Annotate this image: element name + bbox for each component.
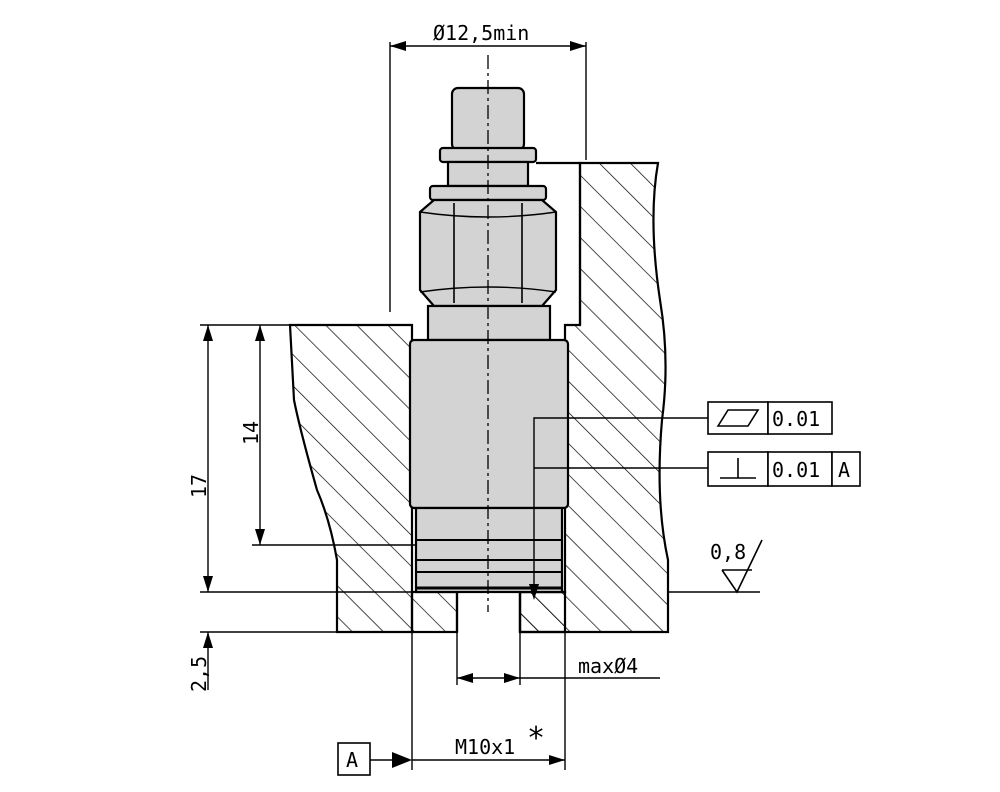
datum-label: A [346, 748, 358, 772]
dim-2-5-label: 2,5 [187, 656, 211, 692]
body [408, 338, 570, 510]
dim-17-label: 17 [187, 474, 211, 498]
flatness-frame: 0.01 [707, 401, 833, 435]
neck [426, 304, 552, 342]
surface-finish-symbol: 0,8 [710, 539, 763, 594]
flatness-icon [716, 409, 760, 427]
perpendicular-icon [720, 458, 756, 479]
housing-bottom-right [518, 590, 567, 634]
datum-box [337, 742, 371, 776]
surface-finish-value: 0,8 [710, 540, 746, 564]
dim-14-label: 14 [239, 421, 263, 445]
thread-note-mark: * [527, 721, 545, 756]
max4-label: maxØ4 [578, 654, 638, 678]
housing-right-section [518, 161, 670, 634]
perpendicularity-frame: 0.01 A [707, 451, 861, 487]
top-diameter-label: Ø12,5min [433, 21, 529, 45]
housing-left-section [288, 323, 414, 634]
thread-section [414, 506, 564, 594]
flatness-value: 0.01 [772, 407, 820, 431]
datum-triangle [392, 752, 412, 768]
thread-label: M10x1 [455, 735, 515, 759]
housing-bottom-left [410, 590, 459, 634]
perpendicularity-value: 0.01 [772, 458, 820, 482]
perpendicularity-datum: A [838, 458, 850, 482]
